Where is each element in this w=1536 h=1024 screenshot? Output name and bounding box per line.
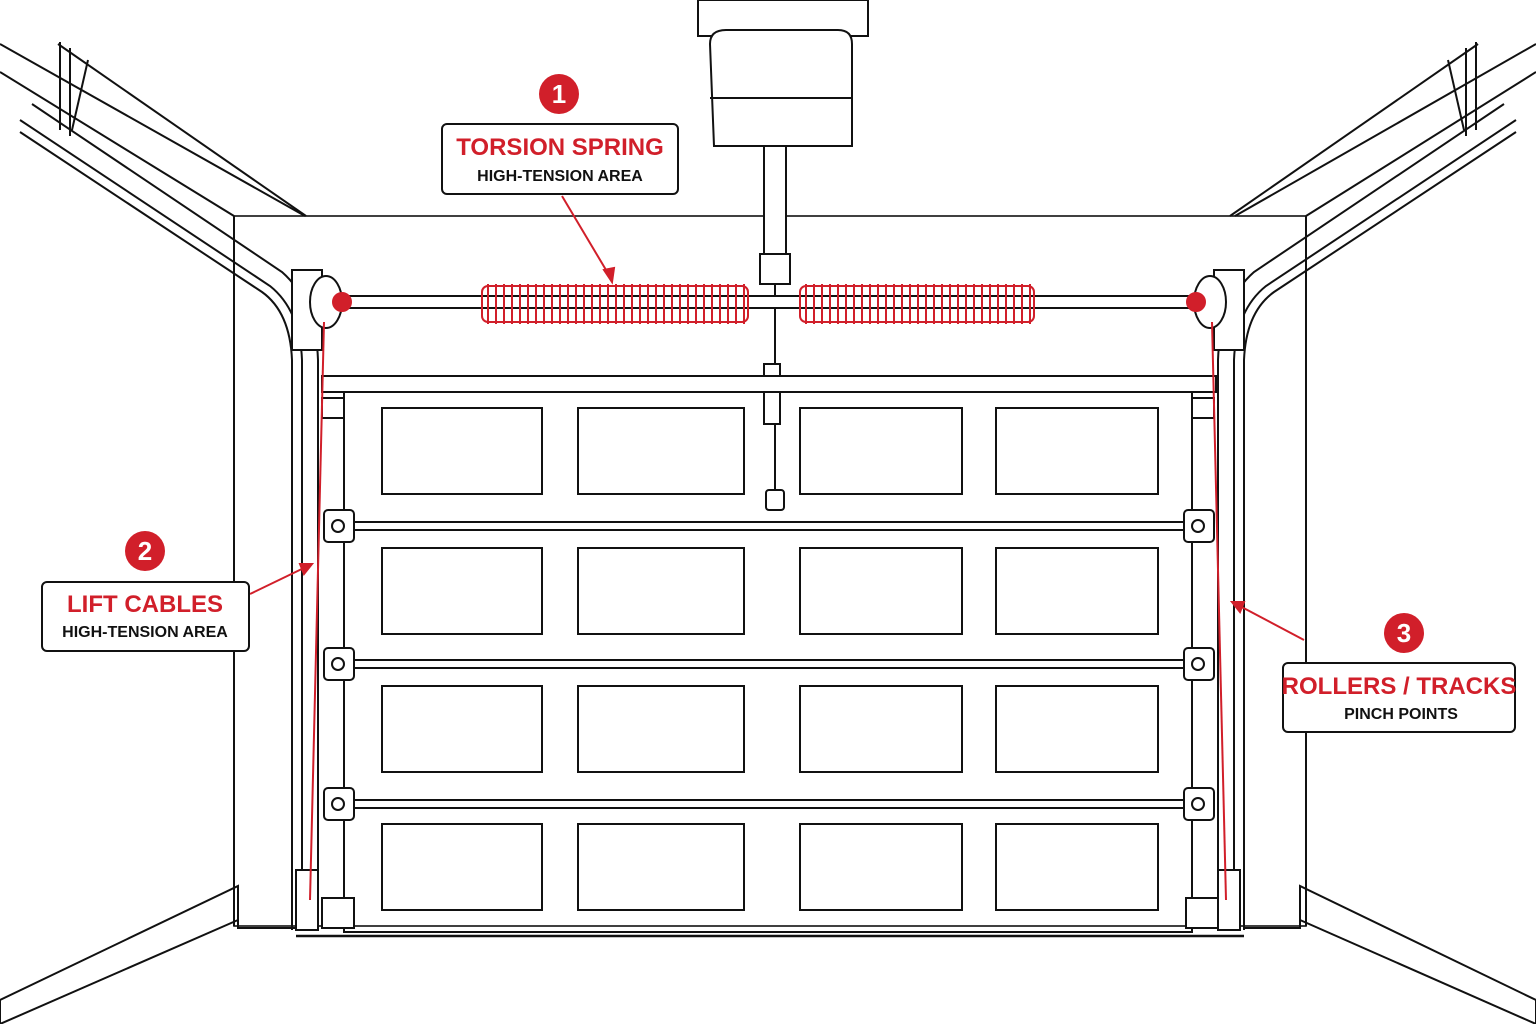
callout-box bbox=[41, 581, 250, 652]
callout-subtitle: HIGH-TENSION AREA bbox=[62, 624, 228, 641]
callout-number: 2 bbox=[138, 536, 152, 566]
callout-number: 3 bbox=[1397, 618, 1411, 648]
callout-subtitle: HIGH-TENSION AREA bbox=[477, 168, 643, 185]
callout-title: TORSION SPRING bbox=[456, 134, 664, 161]
cable-drum-left bbox=[291, 269, 352, 351]
room-structure bbox=[0, 43, 1536, 1024]
torsion-assembly bbox=[291, 269, 1245, 351]
door-rollers bbox=[295, 397, 1241, 931]
callout-subtitle: PINCH POINTS bbox=[1344, 706, 1458, 723]
callout-number: 1 bbox=[552, 79, 566, 109]
callout-title: LIFT CABLES bbox=[67, 591, 223, 618]
callout-title: ROLLERS / TRACKS bbox=[1282, 673, 1517, 700]
garage-door bbox=[321, 375, 1217, 933]
callout-lift-cables: 2 LIFT CABLES HIGH-TENSION AREA bbox=[41, 531, 250, 652]
torsion-spring-left bbox=[481, 284, 749, 324]
callout-number-badge bbox=[539, 74, 579, 114]
torsion-spring-right bbox=[799, 284, 1035, 324]
callout-rollers-tracks: 3 ROLLERS / TRACKS PINCH POINTS bbox=[1282, 613, 1517, 733]
callout-box bbox=[441, 123, 679, 195]
callout-torsion-spring: 1 TORSION SPRING HIGH-TENSION AREA bbox=[441, 74, 679, 195]
lift-cables bbox=[309, 321, 1227, 901]
garage-opener bbox=[697, 0, 869, 511]
callout-number-badge bbox=[125, 531, 165, 571]
ceiling-track-right bbox=[1217, 42, 1517, 930]
cable-drum-right bbox=[1186, 269, 1245, 351]
callout-box bbox=[1282, 662, 1516, 733]
callout-leaders bbox=[249, 195, 1305, 641]
callout-number-badge bbox=[1384, 613, 1424, 653]
